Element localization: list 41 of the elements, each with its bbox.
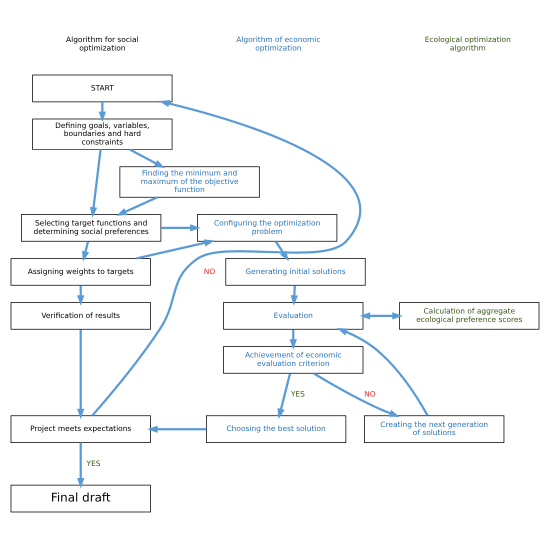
- node-box: Assigning weights to targets: [10, 258, 151, 286]
- node-box: Evaluation: [223, 302, 364, 330]
- arrow: [360, 312, 403, 320]
- arrow: [116, 196, 158, 216]
- arrow: [82, 241, 90, 262]
- arrow: [129, 148, 165, 168]
- arrow: [274, 240, 289, 262]
- node-box: START: [32, 74, 172, 102]
- label: Ecological optimization algorithm: [424, 35, 511, 52]
- arrow: [290, 329, 297, 350]
- node-box: Project meets expectations: [10, 415, 151, 444]
- arrow: [313, 372, 400, 417]
- edge-label: YES: [86, 458, 101, 468]
- node-box: Verification of results: [10, 302, 151, 330]
- edge-label: YES: [290, 389, 305, 398]
- arrow: [77, 329, 84, 420]
- arrow: [160, 224, 201, 232]
- arrow: [290, 285, 298, 306]
- arrow: [77, 442, 84, 489]
- node-box: Finding the minimum and maximum of the objective function: [120, 166, 260, 198]
- arrow: [91, 100, 362, 416]
- node-box: Defining goals, variables, boundaries and hard constraints: [32, 118, 172, 150]
- label: Algorithm of economic optimization: [236, 35, 320, 52]
- arrow: [278, 373, 292, 420]
- arrow: [147, 426, 206, 433]
- node-box: Final draft: [10, 484, 151, 512]
- arrow: [336, 328, 429, 416]
- node-box: Creating the next generation of solutions: [364, 415, 504, 444]
- edge-label: NO: [204, 266, 216, 276]
- node-box: Calculation of aggregate ecological preference scores: [399, 302, 540, 330]
- node-box: Generating initial solutions: [225, 258, 366, 286]
- arrow: [90, 149, 102, 218]
- arrow: [98, 102, 106, 122]
- node-box: Selecting target functions and determining social preferences: [21, 214, 162, 242]
- label: Algorithm for social optimization: [66, 35, 139, 52]
- arrow: [136, 239, 215, 260]
- node-box: Achievement of economic evaluation criterion: [223, 346, 364, 374]
- node-box: Choosing the best solution: [206, 415, 346, 444]
- edge-label: NO: [364, 389, 376, 398]
- node-box: Configuring the optimization problem: [197, 214, 338, 242]
- arrow: [77, 285, 84, 306]
